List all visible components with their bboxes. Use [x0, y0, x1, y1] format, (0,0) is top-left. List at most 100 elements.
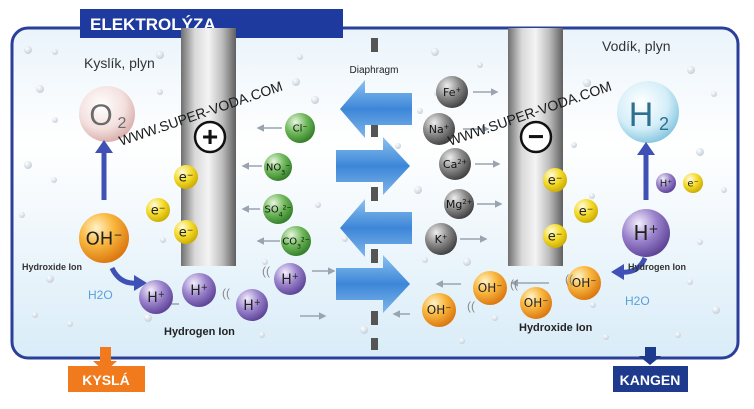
water-bubble — [711, 91, 717, 97]
ripple-mark: (( — [565, 272, 573, 286]
water-bubble — [24, 161, 32, 169]
h-ion-bottom-4: H+ — [274, 263, 306, 295]
hydrogen-ion-label-right: Hydrogen Ion — [628, 262, 686, 272]
water-bubble — [51, 177, 57, 183]
svg-text:e−: e− — [579, 204, 594, 220]
svg-text:H+: H+ — [243, 297, 261, 314]
svg-text:OH−: OH− — [478, 281, 503, 296]
svg-text:e−: e− — [548, 173, 563, 189]
arrow-right-1 — [336, 137, 410, 195]
svg-text:H+: H+ — [660, 178, 673, 190]
svg-text:OH−: OH− — [86, 228, 123, 250]
anion-3: SO42− — [263, 194, 293, 224]
diaphragm-label: Diaphragm — [350, 65, 399, 76]
ripple-mark: (( — [510, 277, 518, 291]
hydroxide-ion-label-left: Hydroxide Ion — [22, 262, 82, 272]
arrow-left-1 — [340, 80, 412, 138]
water-bubble — [297, 54, 303, 60]
ripple-mark: (( — [222, 286, 230, 300]
svg-text:Na+: Na+ — [429, 123, 450, 136]
water-bubble — [417, 108, 423, 114]
h2o-label-right: H2O — [625, 294, 650, 308]
h-ion-small: H+ — [656, 173, 676, 193]
hydrogen-ion-label-bottom: Hydrogen Ion — [164, 326, 235, 338]
water-bubble — [160, 237, 166, 243]
oxygen-gas-label: Kyslík, plyn — [84, 55, 155, 71]
water-bubble — [463, 258, 471, 266]
water-bubble — [144, 314, 152, 322]
water-bubble — [477, 62, 483, 68]
water-bubble — [687, 279, 693, 285]
water-bubble — [262, 259, 268, 265]
svg-text:Ca2+: Ca2+ — [443, 158, 467, 171]
kysla-output-box — [68, 366, 145, 392]
electron-left-1: e− — [174, 165, 198, 189]
svg-text:e−: e− — [687, 178, 698, 190]
water-bubble — [360, 326, 368, 334]
ion-layer: OH− e− e− e− Cl− NO3− SO42− CO32− Fe+ Na+ Ca2+ Mg2+… — [79, 76, 703, 327]
bubbles — [19, 46, 727, 344]
water-bubble — [583, 79, 591, 87]
svg-text:SO42−: SO42− — [265, 204, 292, 218]
svg-text:CO32−: CO32− — [282, 236, 310, 250]
svg-text:e−: e− — [179, 225, 194, 241]
h-ion-bottom-2: H+ — [182, 273, 216, 307]
electron-left-3: e− — [174, 220, 198, 244]
svg-text:H+: H+ — [190, 282, 208, 299]
svg-text:e−: e− — [179, 170, 194, 186]
kysla-label: KYSLÁ — [82, 372, 129, 388]
plus-symbol: + — [202, 121, 218, 152]
water-bubble — [492, 315, 498, 321]
svg-text:OH−: OH− — [524, 296, 549, 311]
water-bubble — [697, 239, 703, 245]
cation-arrows — [460, 88, 503, 243]
h2-subscript: 2 — [659, 114, 669, 134]
water-bubble — [414, 186, 422, 194]
water-bubble — [687, 66, 695, 74]
water-bubble — [459, 338, 465, 344]
water-bubble — [36, 85, 44, 93]
electron-right-3: e− — [543, 224, 567, 248]
svg-text:K+: K+ — [435, 233, 448, 246]
water-bubble — [156, 51, 164, 59]
water-bubble — [259, 332, 265, 338]
cation-2: Na+ — [423, 113, 455, 145]
ripple-mark: (( — [262, 264, 270, 278]
svg-text:Mg2+: Mg2+ — [446, 198, 472, 211]
oh-ion-bottom-2: OH− — [473, 271, 507, 305]
oh-ion-bottom-3: OH− — [520, 287, 552, 319]
water-bubble — [431, 48, 439, 56]
water-bubble — [395, 143, 401, 149]
water-bubble — [24, 46, 32, 54]
svg-text:Fe+: Fe+ — [443, 86, 461, 99]
electron-left-2: e− — [146, 198, 170, 222]
water-bubble — [712, 306, 720, 314]
water-bubble — [603, 334, 609, 340]
oh-ion-large: OH− — [79, 213, 129, 263]
oh-ion-bottom-4: OH− — [422, 293, 456, 327]
svg-text:OH−: OH− — [572, 276, 597, 291]
svg-text:H+: H+ — [633, 221, 658, 245]
anion-1: Cl− — [285, 113, 315, 143]
water-bubble — [721, 187, 727, 193]
arrow-right-2 — [336, 255, 410, 313]
oxygen-molecule — [79, 86, 135, 142]
minus-symbol: − — [528, 121, 544, 152]
kangen-output-box — [613, 366, 688, 392]
h-ion-bottom-3: H+ — [236, 289, 268, 321]
electron-small: e− — [683, 173, 703, 193]
water-bubble — [589, 193, 595, 199]
arrow-left-2 — [340, 199, 412, 257]
hydrogen-molecule — [617, 81, 679, 143]
water-bubble — [590, 302, 596, 308]
electron-right-1: e− — [543, 168, 567, 192]
water-bubble — [422, 257, 428, 263]
anion-arrows — [241, 124, 282, 245]
hydroxide-ion-label-bottom: Hydroxide Ion — [519, 322, 593, 334]
anion-2: NO3− — [264, 153, 292, 181]
hydrogen-gas-label: Vodík, plyn — [602, 38, 671, 54]
water-bubble — [311, 96, 319, 104]
electron-right-2: e− — [574, 199, 598, 223]
svg-text:Cl−: Cl− — [293, 123, 308, 135]
